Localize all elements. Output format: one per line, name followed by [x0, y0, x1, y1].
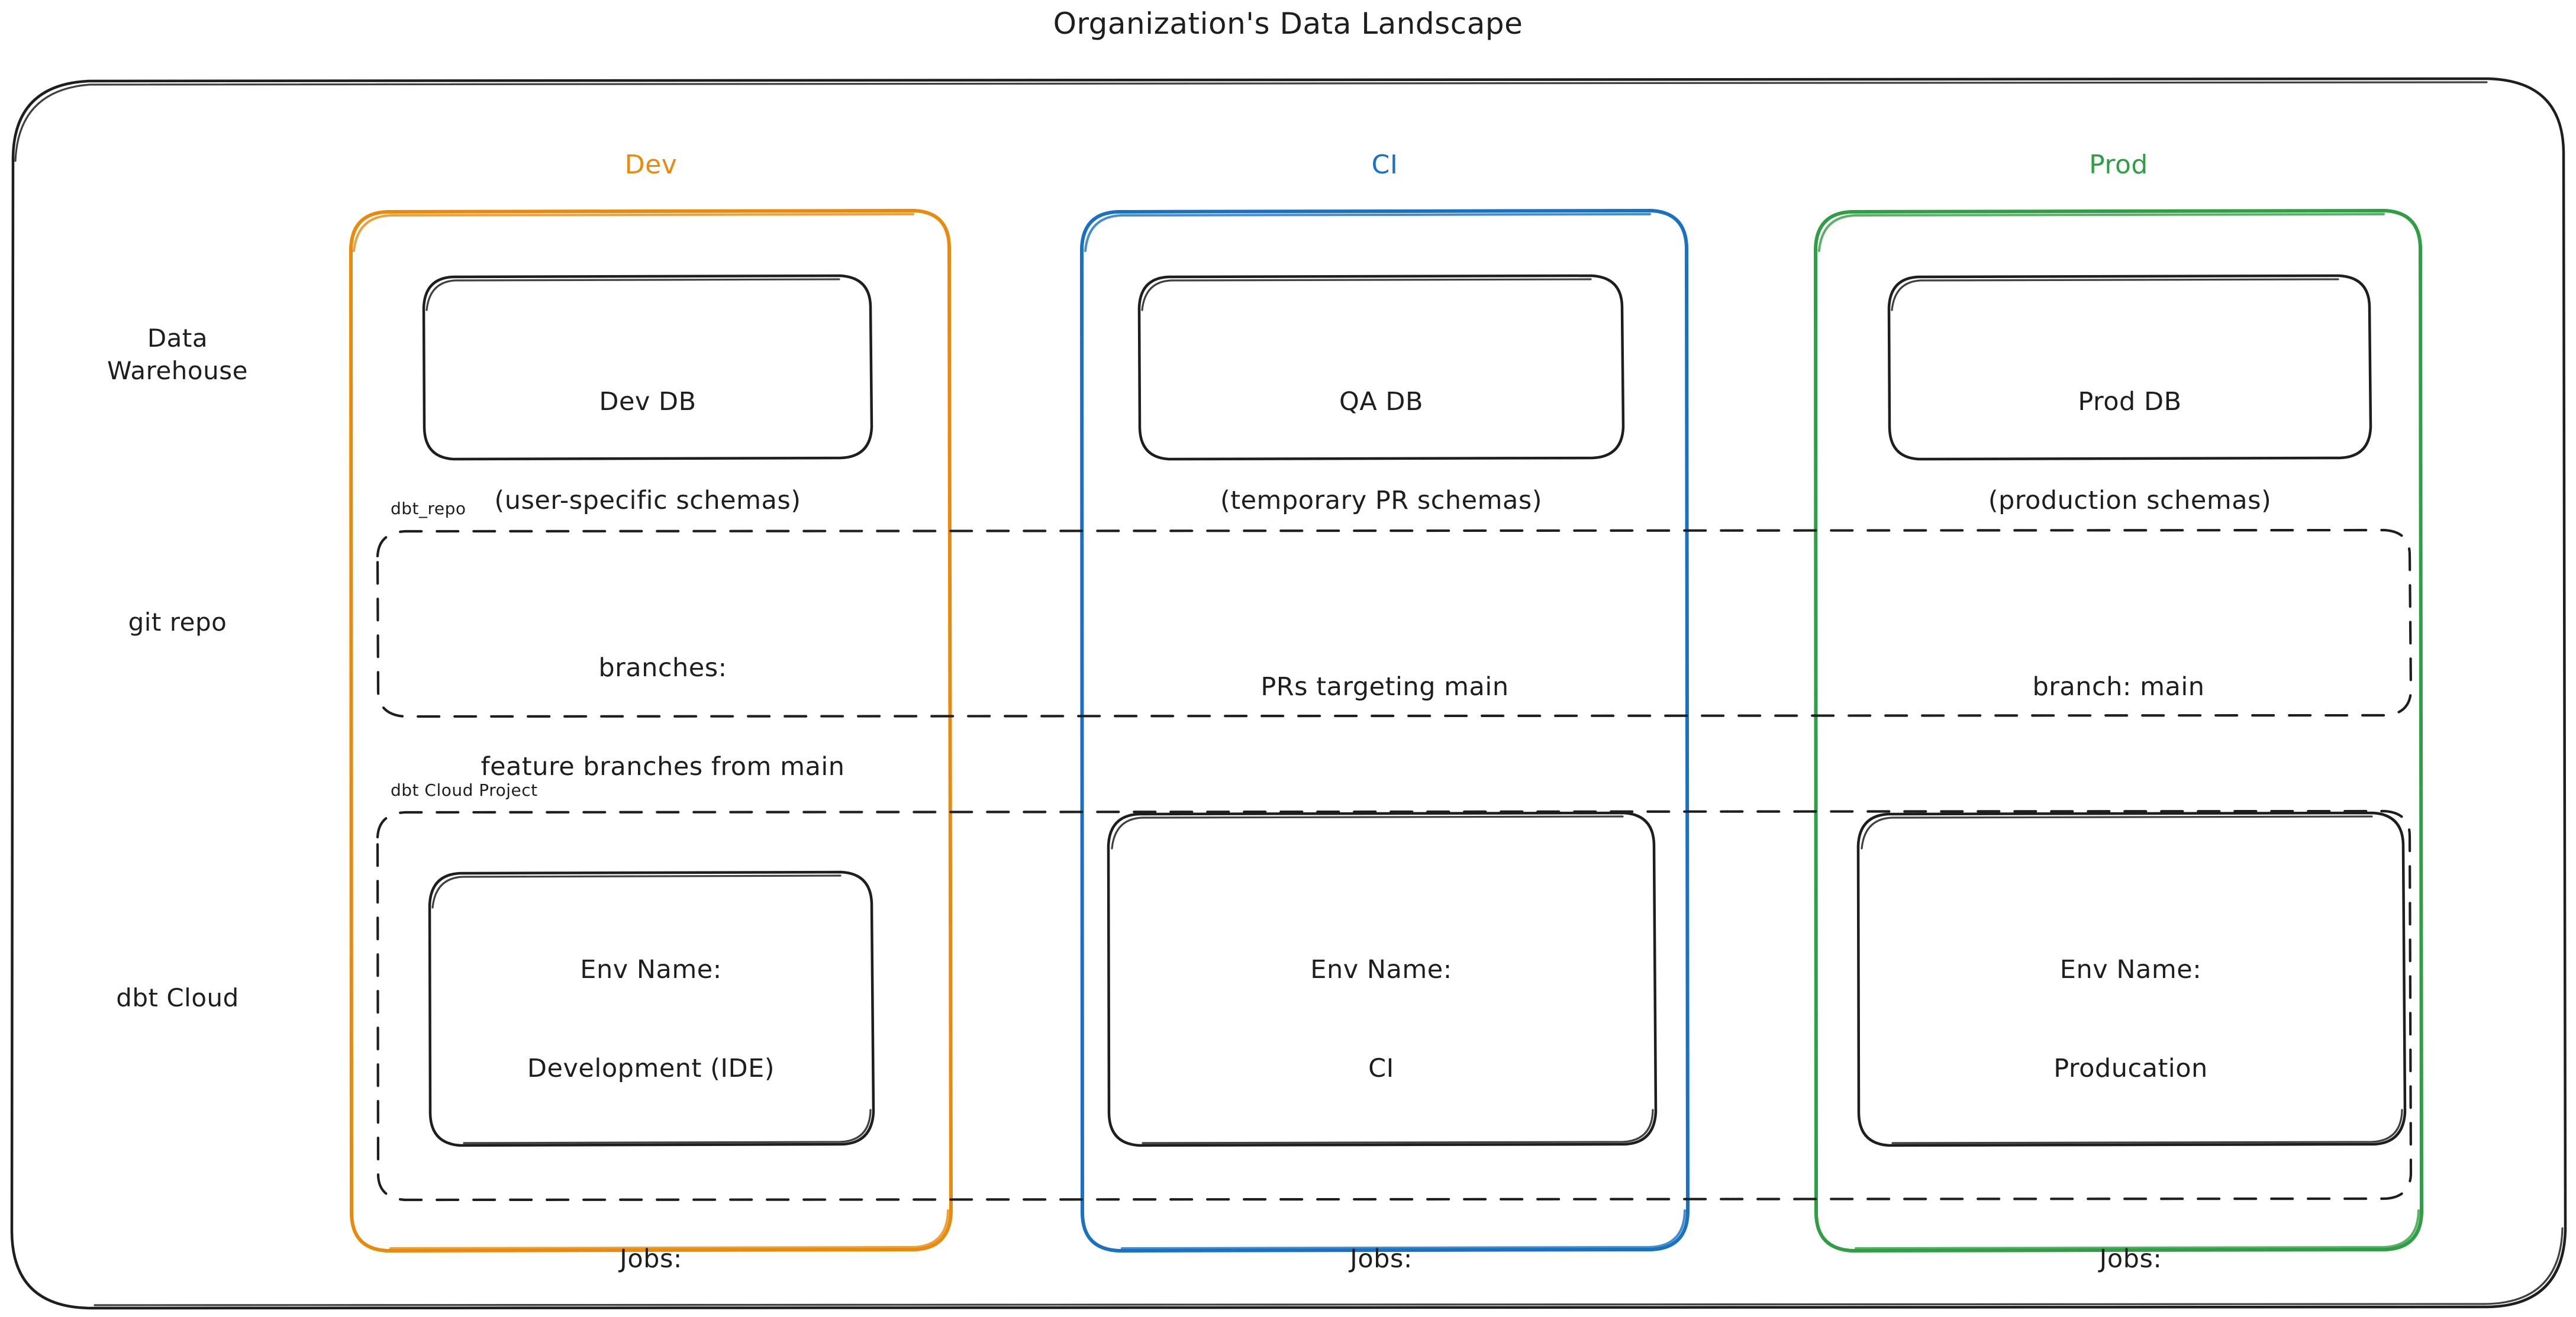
node-dev-cloud-jobs-label: Jobs: [620, 1244, 682, 1274]
node-ci-git: PRs targeting main [1082, 605, 1687, 770]
node-qa-db-subtitle: (temporary PR schemas) [1220, 486, 1543, 516]
node-dev-git: branches: feature branches from main [379, 586, 947, 850]
node-prod-db-subtitle: (production schemas) [1988, 486, 2272, 516]
node-dev-cloud-env-label: Env Name: [580, 954, 722, 984]
node-prod-db-title: Prod DB [2078, 386, 2182, 417]
node-prod-git-line1: branch: main [2032, 672, 2205, 702]
node-ci-git-line1: PRs targeting main [1260, 672, 1509, 702]
node-ci-cloud-spacer [1108, 1152, 1654, 1177]
cluster-label-dbt-repo: dbt_repo [391, 499, 466, 518]
node-prod-cloud-env-value: Producation [2053, 1054, 2208, 1084]
node-prod-cloud-jobs-label: Jobs: [2099, 1244, 2162, 1274]
node-dev-cloud-env-value: Development (IDE) [527, 1054, 775, 1084]
node-ci-cloud-jobs-label: Jobs: [1350, 1244, 1413, 1274]
node-prod-cloud: Env Name: Producation Jobs: Scheduled jo… [1858, 887, 2403, 1317]
node-dev-cloud-spacer [430, 1152, 872, 1177]
node-dev-db: Dev DB (user-specific schemas) [424, 319, 872, 584]
column-header-ci: CI [1371, 150, 1398, 180]
node-dev-db-title: Dev DB [599, 386, 697, 417]
node-dev-db-subtitle: (user-specific schemas) [494, 486, 801, 516]
node-ci-cloud-env-value: CI [1368, 1054, 1394, 1084]
node-dev-git-line2: feature branches from main [481, 752, 845, 782]
row-label-data-warehouse: Data Warehouse [107, 324, 248, 385]
node-dev-cloud: Env Name: Development (IDE) Jobs: none [430, 887, 872, 1317]
row-label-git-repo: git repo [128, 608, 227, 637]
row-label-dbt-cloud: dbt Cloud [116, 983, 239, 1012]
node-ci-cloud-env-label: Env Name: [1310, 954, 1452, 984]
column-header-dev: Dev [624, 150, 678, 180]
node-qa-db: QA DB (temporary PR schemas) [1139, 319, 1623, 584]
node-dev-git-line1: branches: [598, 653, 727, 683]
node-prod-db: Prod DB (production schemas) [1889, 319, 2371, 584]
node-prod-cloud-spacer [1858, 1152, 2403, 1177]
node-prod-git: branch: main [1816, 605, 2421, 770]
page-title: Organization's Data Landscape [1053, 7, 1523, 41]
column-header-prod: Prod [2089, 150, 2148, 180]
node-qa-db-title: QA DB [1339, 386, 1424, 417]
cluster-label-dbt-cloud-project: dbt Cloud Project [391, 780, 538, 800]
node-ci-cloud: Env Name: CI Jobs: Slim CI: feature bran… [1108, 887, 1654, 1317]
node-prod-cloud-env-label: Env Name: [2059, 954, 2202, 984]
